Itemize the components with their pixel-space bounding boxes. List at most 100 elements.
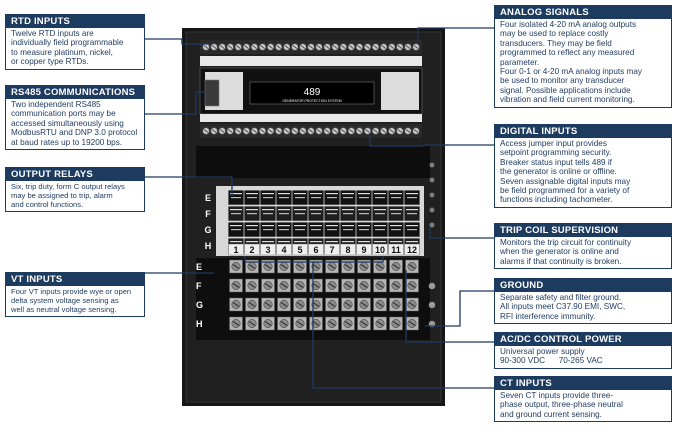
digital-terminal-screw-slot <box>324 129 330 133</box>
relay-label-text-mark <box>375 213 385 215</box>
relay-label-text-mark <box>278 225 290 227</box>
rtd-terminal-screw-slot <box>292 45 298 49</box>
ct-vt-terminal-slot <box>360 321 368 326</box>
callout-ground-title: GROUND <box>495 279 671 292</box>
rtd-terminal-screw-slot <box>397 45 403 49</box>
relay-label-text-mark <box>310 193 322 195</box>
rtd-terminal-screw-slot <box>260 45 265 49</box>
relay-row-letter: H <box>205 241 212 251</box>
ct-vt-terminal-slot <box>312 264 320 269</box>
callout-analog-line: parameter. <box>500 57 540 67</box>
ct-vt-terminal-slot <box>392 283 400 288</box>
terminal-number-cell <box>372 243 388 256</box>
digital-terminal-screw-slot <box>332 129 338 133</box>
ct-vt-terminal-slot <box>344 321 352 326</box>
relay-label-text-mark <box>406 241 418 243</box>
callout-ct-inputs: CT INPUTS Seven CT inputs provide three-… <box>494 376 672 423</box>
model-label-plate <box>249 81 375 105</box>
callout-digital-inputs: DIGITAL INPUTS Access jumper input provi… <box>494 124 672 208</box>
terminal-number: 4 <box>281 245 286 255</box>
chassis-screw <box>429 207 435 213</box>
callout-output-relays-line: Six, trip duty, form C output relays <box>11 182 125 191</box>
top-screw-row-1 <box>202 43 420 51</box>
callout-analog-body: Four isolated 4-20 mA analog outputs may… <box>495 19 671 107</box>
terminal-number: 7 <box>329 245 334 255</box>
chassis-screw <box>429 192 435 198</box>
relay-row-letter: F <box>205 209 211 219</box>
relay-label-text-mark <box>311 229 321 231</box>
ct-vt-terminal-slot <box>376 321 384 326</box>
leader-ground <box>425 290 494 327</box>
relay-label-text-mark <box>263 229 273 231</box>
relay-label-text-mark <box>262 225 274 227</box>
terminal-number: 10 <box>375 245 385 255</box>
callout-rtd-title: RTD INPUTS <box>6 15 144 28</box>
callout-rs485: RS485 COMMUNICATIONS Two independent RS4… <box>5 85 145 151</box>
model-number-text: 489 <box>304 87 321 98</box>
rtd-terminal-screw-slot <box>203 45 209 49</box>
ct-vt-terminal-slot <box>232 302 240 307</box>
relay-label-text-mark <box>295 197 305 199</box>
terminal-row-letter: G <box>196 300 203 310</box>
ct-vt-terminal-slot <box>280 283 288 288</box>
callout-vt-line: delta system voltage sensing as <box>11 296 119 305</box>
digital-terminal-screw-slot <box>341 129 346 133</box>
digital-terminal-screw-slot <box>381 129 386 133</box>
ct-vt-terminal-slot <box>248 302 256 307</box>
callout-leader-lines <box>145 27 494 389</box>
relay-label-text-mark <box>391 197 401 199</box>
rtd-terminal-screw-slot <box>276 45 281 49</box>
callout-ground-line: Separate safety and filter ground. <box>500 293 622 302</box>
relay-label-text-mark <box>343 229 353 231</box>
model-subtitle-text: GENERATOR PROTECTION SYSTEM <box>282 99 341 103</box>
digital-terminal-screw-slot <box>389 129 395 133</box>
callout-rtd-body: Twelve RTD inputs are individually field… <box>6 28 144 69</box>
callout-vt-body: Four VT inputs provide wye or open delta… <box>6 286 144 316</box>
relay-label-text-mark <box>406 193 418 195</box>
callout-digital-title: DIGITAL INPUTS <box>495 125 671 138</box>
rtd-terminal-screw-slot <box>341 45 346 49</box>
relay-label-text-mark <box>342 193 354 195</box>
relay-label-text-mark <box>310 225 322 227</box>
relay-label-text-mark <box>230 209 242 211</box>
digital-terminal-screw-slot <box>211 129 217 133</box>
digital-terminal-screw-slot <box>349 129 354 133</box>
relay-label-text-mark <box>278 193 290 195</box>
relay-label-text-mark <box>375 197 385 199</box>
callout-digital-body: Access jumper input provides setpoint pr… <box>495 138 671 207</box>
ct-vt-terminal-slot <box>280 321 288 326</box>
digital-terminal-screw-slot <box>244 129 249 133</box>
callout-rs485-body: Two independent RS485 communication port… <box>6 99 144 149</box>
callout-output-relays: OUTPUT RELAYS Six, trip duty, form C out… <box>5 167 145 212</box>
bottom-label-strip-1 <box>200 114 422 122</box>
digital-terminal-screw-slot <box>260 129 265 133</box>
callout-trip-coil-line: when the generator is online and <box>500 247 619 257</box>
relay-label-text-mark <box>390 193 402 195</box>
ct-vt-terminal-slot <box>248 283 256 288</box>
callout-trip-coil: TRIP COIL SUPERVISION Monitors the trip … <box>494 223 672 270</box>
rtd-terminal-screw-slot <box>300 45 306 49</box>
relay-label-text-mark <box>390 209 402 211</box>
callout-digital-line: setpoint programming security. <box>500 148 612 158</box>
ct-vt-terminal-slot <box>360 302 368 307</box>
callout-analog-line: programmed to reflect any measured <box>500 48 635 58</box>
callout-rs485-title: RS485 COMMUNICATIONS <box>6 86 144 99</box>
ct-vt-terminal-slot <box>360 264 368 269</box>
callout-ground: GROUND Separate safety and filter ground… <box>494 278 672 325</box>
digital-terminal-screw-slot <box>203 129 209 133</box>
ct-vt-terminal-slot <box>376 302 384 307</box>
digital-terminal-screw-slot <box>316 129 322 133</box>
callout-vt-title: VT INPUTS <box>6 273 144 286</box>
terminal-number: 5 <box>297 245 302 255</box>
rtd-terminal-screw-slot <box>211 45 217 49</box>
relay-label-text-mark <box>343 197 353 199</box>
callout-analog-title: ANALOG SIGNALS <box>495 6 671 19</box>
ct-vt-terminal-slot <box>392 321 400 326</box>
callout-rs485-line: accessed simultaneously using <box>11 118 124 128</box>
ct-vt-terminal-slot <box>264 321 272 326</box>
relay-label-text-mark <box>262 241 274 243</box>
ct-vt-terminal-slot <box>248 264 256 269</box>
